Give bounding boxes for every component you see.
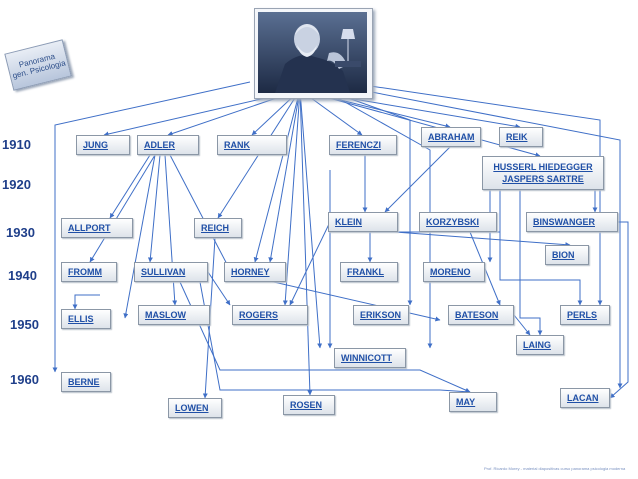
connector-fan-to-horney [253, 89, 301, 263]
year-1910: 1910 [2, 137, 31, 152]
connector-adler-to-sullivan [147, 154, 161, 263]
node-klein[interactable]: KLEIN [328, 212, 398, 232]
node-korzybski[interactable]: KORZYBSKI [419, 212, 497, 232]
connector-binswanger-to-lacan [609, 221, 629, 399]
connector-klein-to-bion [394, 231, 571, 248]
node-berne[interactable]: BERNE [61, 372, 111, 392]
node-allport[interactable]: ALLPORT [61, 218, 133, 238]
panorama-badge: Panorama gen. Psicologia [4, 39, 72, 91]
node-jung[interactable]: JUNG [76, 135, 130, 155]
year-1920: 1920 [2, 177, 31, 192]
node-laing[interactable]: LAING [516, 335, 564, 355]
node-bion[interactable]: BION [545, 245, 589, 265]
philosophers-line-1: HUSSERL HIEDEGGER [493, 161, 592, 173]
node-bateson[interactable]: BATESON [448, 305, 514, 325]
portrait-drawing [258, 12, 367, 93]
connector-adler-to-horney [169, 154, 231, 271]
year-1940: 1940 [8, 268, 37, 283]
connector-bateson-to-laing [513, 314, 531, 336]
connector-sullivan-to-may [179, 281, 471, 393]
node-lacan[interactable]: LACAN [560, 388, 610, 408]
philosopher-hiedegger[interactable]: HIEDEGGER [538, 162, 593, 172]
connector-abraham-to-klein [384, 146, 451, 213]
philosopher-jaspers[interactable]: JASPERS [502, 174, 545, 184]
node-ferenczi[interactable]: FERENCZI [329, 135, 397, 155]
connector-fan-to-horney-2 [268, 89, 301, 263]
connector-adler-to-fromm [89, 154, 156, 263]
node-rank[interactable]: RANK [217, 135, 287, 155]
node-horney[interactable]: HORNEY [224, 262, 286, 282]
node-fromm[interactable]: FROMM [61, 262, 117, 282]
connector-adler-to-maslow [164, 154, 178, 306]
year-1930: 1930 [6, 225, 35, 240]
connector-fan-to-rogers [282, 89, 301, 306]
connector-adler-to-allport [109, 154, 151, 219]
footer-credit: Prof. Ricardo Morey - material diapositi… [484, 466, 626, 471]
node-may[interactable]: MAY [449, 392, 497, 412]
node-rogers[interactable]: ROGERS [232, 305, 308, 325]
node-ellis[interactable]: ELLIS [61, 309, 111, 329]
node-lowen[interactable]: LOWEN [168, 398, 222, 418]
freud-portrait [254, 8, 373, 99]
node-sullivan[interactable]: SULLIVAN [134, 262, 208, 282]
node-reik[interactable]: REIK [499, 127, 543, 147]
node-frankl[interactable]: FRANKL [340, 262, 398, 282]
philosopher-husserl[interactable]: HUSSERL [493, 162, 537, 172]
node-moreno[interactable]: MORENO [423, 262, 485, 282]
node-adler[interactable]: ADLER [137, 135, 199, 155]
connector-fromm-to-ellis [72, 294, 100, 310]
philosophers-line-2: JASPERS SARTRE [502, 173, 584, 185]
node-abraham[interactable]: ABRAHAM [421, 127, 481, 147]
connector-fan-to-rosen [299, 89, 313, 396]
node-reich[interactable]: REICH [194, 218, 242, 238]
connector-sullivan-to-may-2 [199, 281, 471, 395]
node-rosen[interactable]: ROSEN [283, 395, 335, 415]
node-winnicott[interactable]: WINNICOTT [334, 348, 406, 368]
node-erikson[interactable]: ERIKSON [353, 305, 409, 325]
year-1950: 1950 [10, 317, 39, 332]
node-binswanger[interactable]: BINSWANGER [526, 212, 618, 232]
connector-klein-to-rogers [289, 221, 331, 306]
year-1960: 1960 [10, 372, 39, 387]
node-maslow[interactable]: MASLOW [138, 305, 210, 325]
philosopher-sartre[interactable]: SARTRE [546, 174, 584, 184]
node-perls[interactable]: PERLS [560, 305, 610, 325]
node-philosophers[interactable]: HUSSERL HIEDEGGER JASPERS SARTRE [482, 156, 604, 190]
